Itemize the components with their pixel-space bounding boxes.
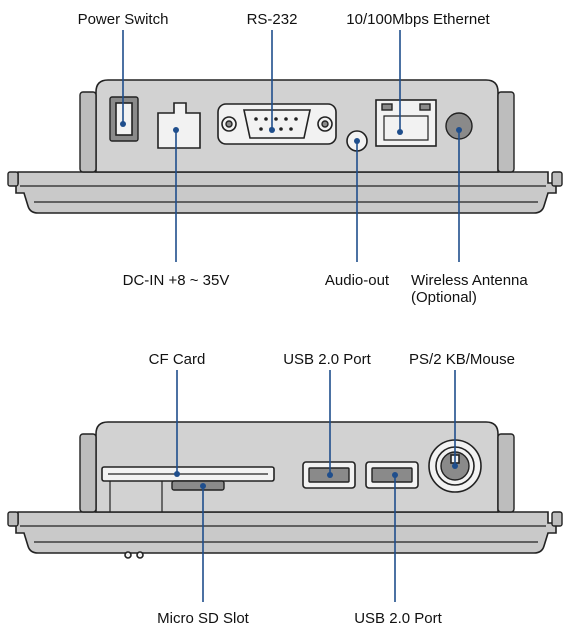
top-leaders xyxy=(120,30,462,262)
bottom-leaders xyxy=(174,370,458,602)
cf-card-label: CF Card xyxy=(149,351,206,368)
ethernet-label: 10/100Mbps Ethernet xyxy=(346,11,490,28)
dc-in-label: DC-IN +8 ~ 35V xyxy=(123,272,230,289)
ps2-label: PS/2 KB/Mouse xyxy=(409,351,515,368)
rs232-connector xyxy=(217,103,337,145)
dc-in-connector xyxy=(157,102,201,149)
bottom-device-view xyxy=(7,421,563,559)
micro-sd-slot xyxy=(171,480,225,491)
micro-sd-label: Micro SD Slot xyxy=(157,610,250,627)
ethernet-port xyxy=(375,99,437,147)
wireless-optional-label: (Optional) xyxy=(411,289,477,306)
power-switch-label: Power Switch xyxy=(78,11,169,28)
top-device-view xyxy=(7,79,563,214)
wireless-antenna-label: Wireless Antenna xyxy=(411,272,528,289)
rs232-label: RS-232 xyxy=(247,11,298,28)
audio-out-label: Audio-out xyxy=(325,272,390,289)
usb-bottom-label: USB 2.0 Port xyxy=(354,610,442,627)
usb-top-label: USB 2.0 Port xyxy=(283,351,371,368)
